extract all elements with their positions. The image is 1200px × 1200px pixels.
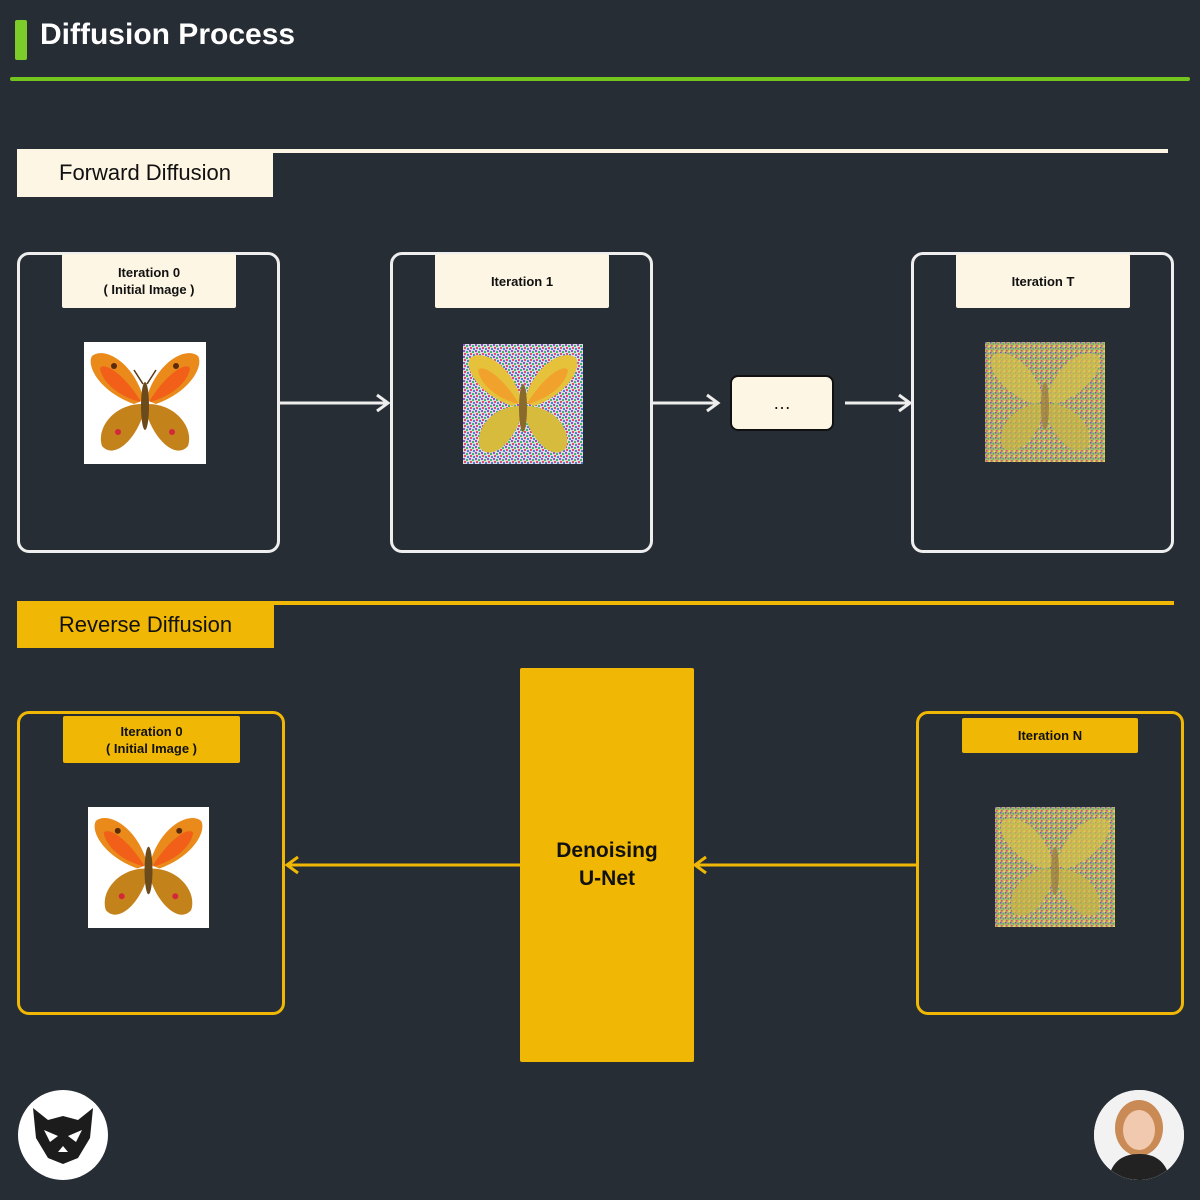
butterfly-image-noisy-n [995,807,1115,927]
forward-section-rule [272,149,1168,153]
tag-line1: Iteration T [1011,273,1075,289]
butterfly-image-restored [88,807,209,928]
forward-tag-iteration-t: Iteration T [956,254,1130,308]
tag-line2: ( Initial Image ) [103,282,195,297]
tag-line1: Iteration 1 [490,273,554,289]
reverse-section-label: Reverse Diffusion [17,601,274,648]
forward-arrow-ellipsis-to-t [845,393,913,413]
page-title: Diffusion Process [40,18,296,51]
reverse-arrow-unet-to-output [284,855,520,875]
title-accent-bar [15,20,27,60]
forward-arrow-0-to-1 [280,393,391,413]
forward-frame-iteration-0 [17,252,280,553]
tag-line1: Iteration 0 [120,723,183,739]
tag-line1: Iteration N [1017,728,1083,743]
forward-tag-iteration-1: Iteration 1 [435,254,609,308]
tag-line2: ( Initial Image ) [105,740,197,756]
forward-frame-iteration-t [911,252,1174,553]
forward-tag-iteration-0: Iteration 0 ( Initial Image ) [62,254,236,308]
reverse-frame-input [916,711,1184,1015]
unet-line1: Denoising [556,839,658,862]
denoising-unet-block: Denoising U-Net [520,668,694,1062]
reverse-arrow-input-to-unet [692,855,918,875]
reverse-tag-input: Iteration N [962,718,1138,753]
forward-arrow-1-to-ellipsis [653,393,721,413]
author-avatar [1094,1090,1184,1180]
intermediate-steps-box: … [730,375,834,431]
forward-frame-iteration-1 [390,252,653,553]
forward-section-label: Forward Diffusion [17,149,273,197]
butterfly-image-noisy-1 [463,344,583,464]
reverse-section-rule [272,601,1174,605]
butterfly-image-clean [84,342,206,464]
unet-line2: U-Net [579,867,635,890]
butterfly-image-noisy-t [985,342,1105,462]
reverse-tag-output: Iteration 0 ( Initial Image ) [63,716,240,763]
tag-line1: Iteration 0 [117,265,181,280]
reverse-frame-output [17,711,285,1015]
wolf-logo-icon [18,1090,108,1180]
title-divider [10,77,1190,81]
